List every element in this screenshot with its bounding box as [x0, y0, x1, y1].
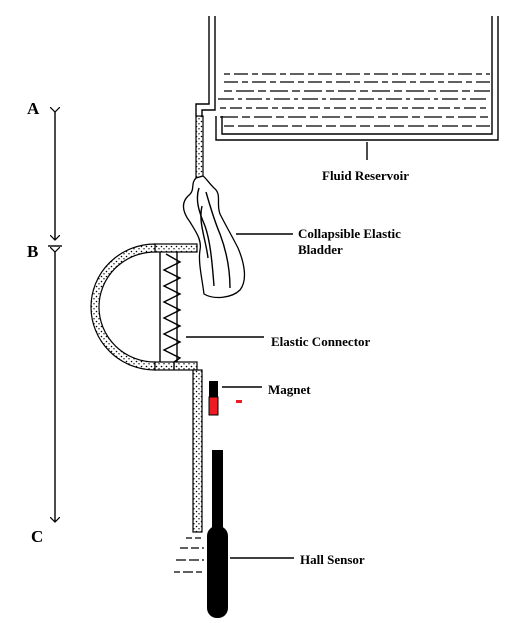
magnet [208, 381, 242, 416]
dimension-arrows: A B C [27, 99, 62, 546]
fluid-reservoir [195, 16, 499, 141]
collapsible-elastic-bladder [182, 175, 246, 299]
callout-leaders [186, 142, 368, 559]
label-fluid-reservoir: Fluid Reservoir [322, 168, 409, 183]
marker-a: A [27, 99, 40, 118]
elastic-connector-spring [159, 252, 182, 363]
label-magnet: Magnet [268, 382, 311, 397]
elastic-tube-loop [90, 243, 198, 371]
fluid-level-lines [218, 73, 490, 127]
fluid-drips [174, 537, 204, 573]
marker-b: B [27, 242, 38, 261]
label-elastic-connector: Elastic Connector [271, 334, 371, 349]
marker-c: C [31, 527, 43, 546]
label-bladder-line1: Collapsible Elastic [298, 226, 401, 241]
label-bladder-line2: Bladder [298, 242, 343, 257]
hall-sensor [207, 450, 228, 618]
lower-tube [173, 362, 203, 533]
label-hall-sensor: Hall Sensor [300, 552, 365, 567]
